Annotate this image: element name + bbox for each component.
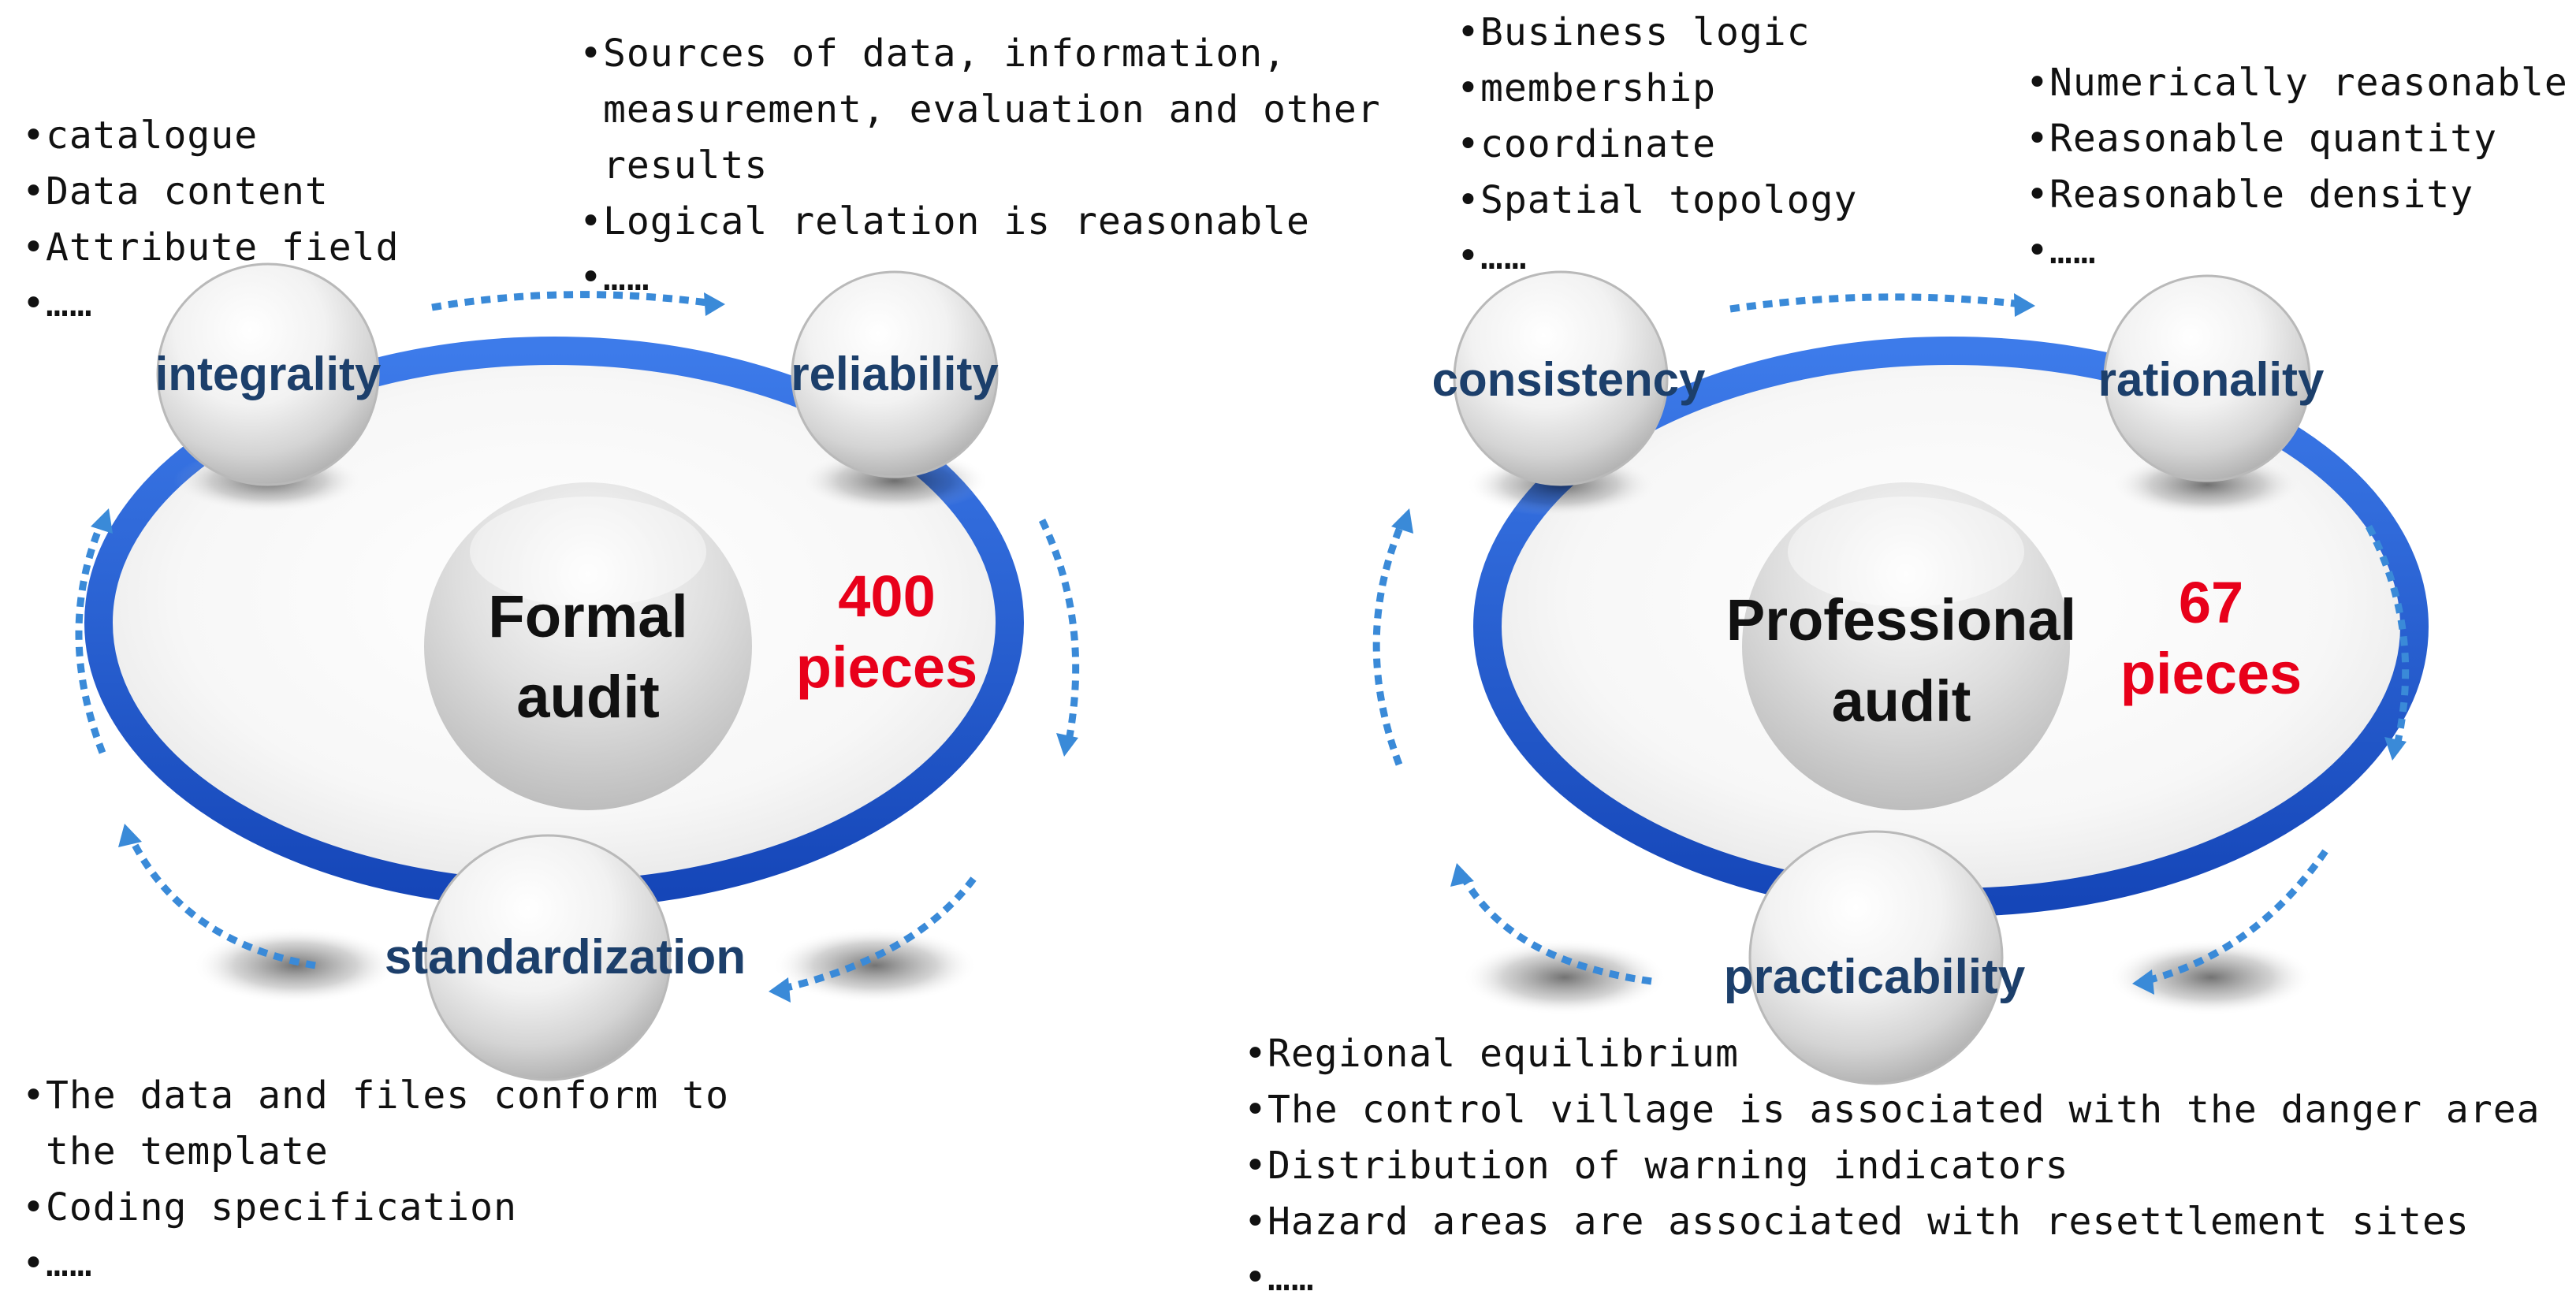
center-sphere [1742,482,2070,810]
center-label-line1: Formal [488,583,687,650]
shadow [193,928,398,1003]
arrowhead [2132,969,2154,995]
note-item: Spatial topology [1457,173,1857,229]
arrow-bottom-right [2142,849,2328,985]
note-item: results [603,143,769,188]
arrowhead [769,977,791,1003]
notes-practicability: Regional equilibrium The control village… [1244,1026,2541,1306]
node-label-standardization: standardization [385,930,746,984]
note-item: Reasonable density [2026,167,2568,223]
note-item: coordinate [1457,117,1857,173]
right-cycle: consistency rationality practicability P… [1372,270,2429,1085]
arrowhead [1391,508,1413,534]
notes-consistency: Business logic membership coordinate Spa… [1457,5,1857,285]
note-item: catalogue [22,108,399,164]
note-item: …… [1244,1250,2541,1306]
arrowhead [2014,293,2035,317]
note-item: Hazard areas are associated with resettl… [1244,1194,2541,1250]
shadow [2109,940,2314,1015]
arrow-bottom-left [1459,873,1652,985]
note-item: Logical relation is reasonable [579,194,1381,250]
note-item: Attribute field [22,220,399,276]
note-item: Sources of data, information, [579,26,1381,82]
arrow-right [1038,519,1080,746]
note-item: Numerically reasonable [2026,55,2568,111]
note-item: Distribution of warning indicators [1244,1138,2541,1194]
node-label-practicability: practicability [1724,950,2026,1004]
arrow-bottom-right [779,876,977,993]
count-unit: pieces [796,634,977,700]
center-sphere [424,482,752,810]
note-item: …… [22,1236,729,1292]
left-cycle: integrality reliability standardization … [75,262,1080,1081]
arrowhead [118,824,142,847]
node-label-integrality: integrality [155,348,382,400]
center-label-line2: audit [516,664,660,731]
note-item: The control village is associated with t… [1244,1082,2541,1138]
count-number: 67 [2179,570,2243,635]
note-item: Business logic [1457,5,1857,61]
count-number: 400 [838,564,935,629]
notes-reliability: Sources of data, information, measuremen… [579,26,1381,306]
count-unit: pieces [2120,641,2302,706]
note-item: membership [1457,61,1857,117]
note-item: …… [1457,229,1857,285]
notes-standardization: The data and files conform to the templa… [22,1068,729,1292]
arrow-bottom-left [126,834,316,969]
arrow-left [75,519,106,754]
note-item: …… [22,276,399,332]
note-item: Data content [22,164,399,220]
note-item: Reasonable quantity [2026,111,2568,167]
arrow-top [1729,293,2023,313]
node-label-rationality: rationality [2098,353,2325,406]
note-item: Coding specification [22,1180,729,1236]
arrow-left [1372,519,1407,766]
arrowhead [1450,863,1474,887]
note-item: …… [2026,223,2568,279]
center-sphere-highlight [1788,497,2024,607]
shadow [1462,940,1667,1015]
arrowhead [1056,733,1078,757]
note-item: The data and files conform to [22,1068,729,1124]
notes-integrality: catalogue Data content Attribute field …… [22,108,399,332]
center-sphere-highlight [470,497,706,607]
shadow [772,928,977,1003]
center-label-line2: audit [1832,668,1971,734]
note-item: measurement, evaluation and other [603,87,1381,132]
node-label-consistency: consistency [1432,353,1706,406]
note-item: …… [579,250,1381,306]
note-item: Regional equilibrium [1244,1026,2541,1082]
note-item: the template [46,1129,329,1174]
node-label-reliability: reliability [791,348,999,400]
notes-rationality: Numerically reasonable Reasonable quanti… [2026,55,2568,279]
arrow-top [431,291,714,311]
center-label-line1: Professional [1726,587,2076,653]
arrowhead [2384,737,2407,761]
arrowhead [91,508,113,534]
